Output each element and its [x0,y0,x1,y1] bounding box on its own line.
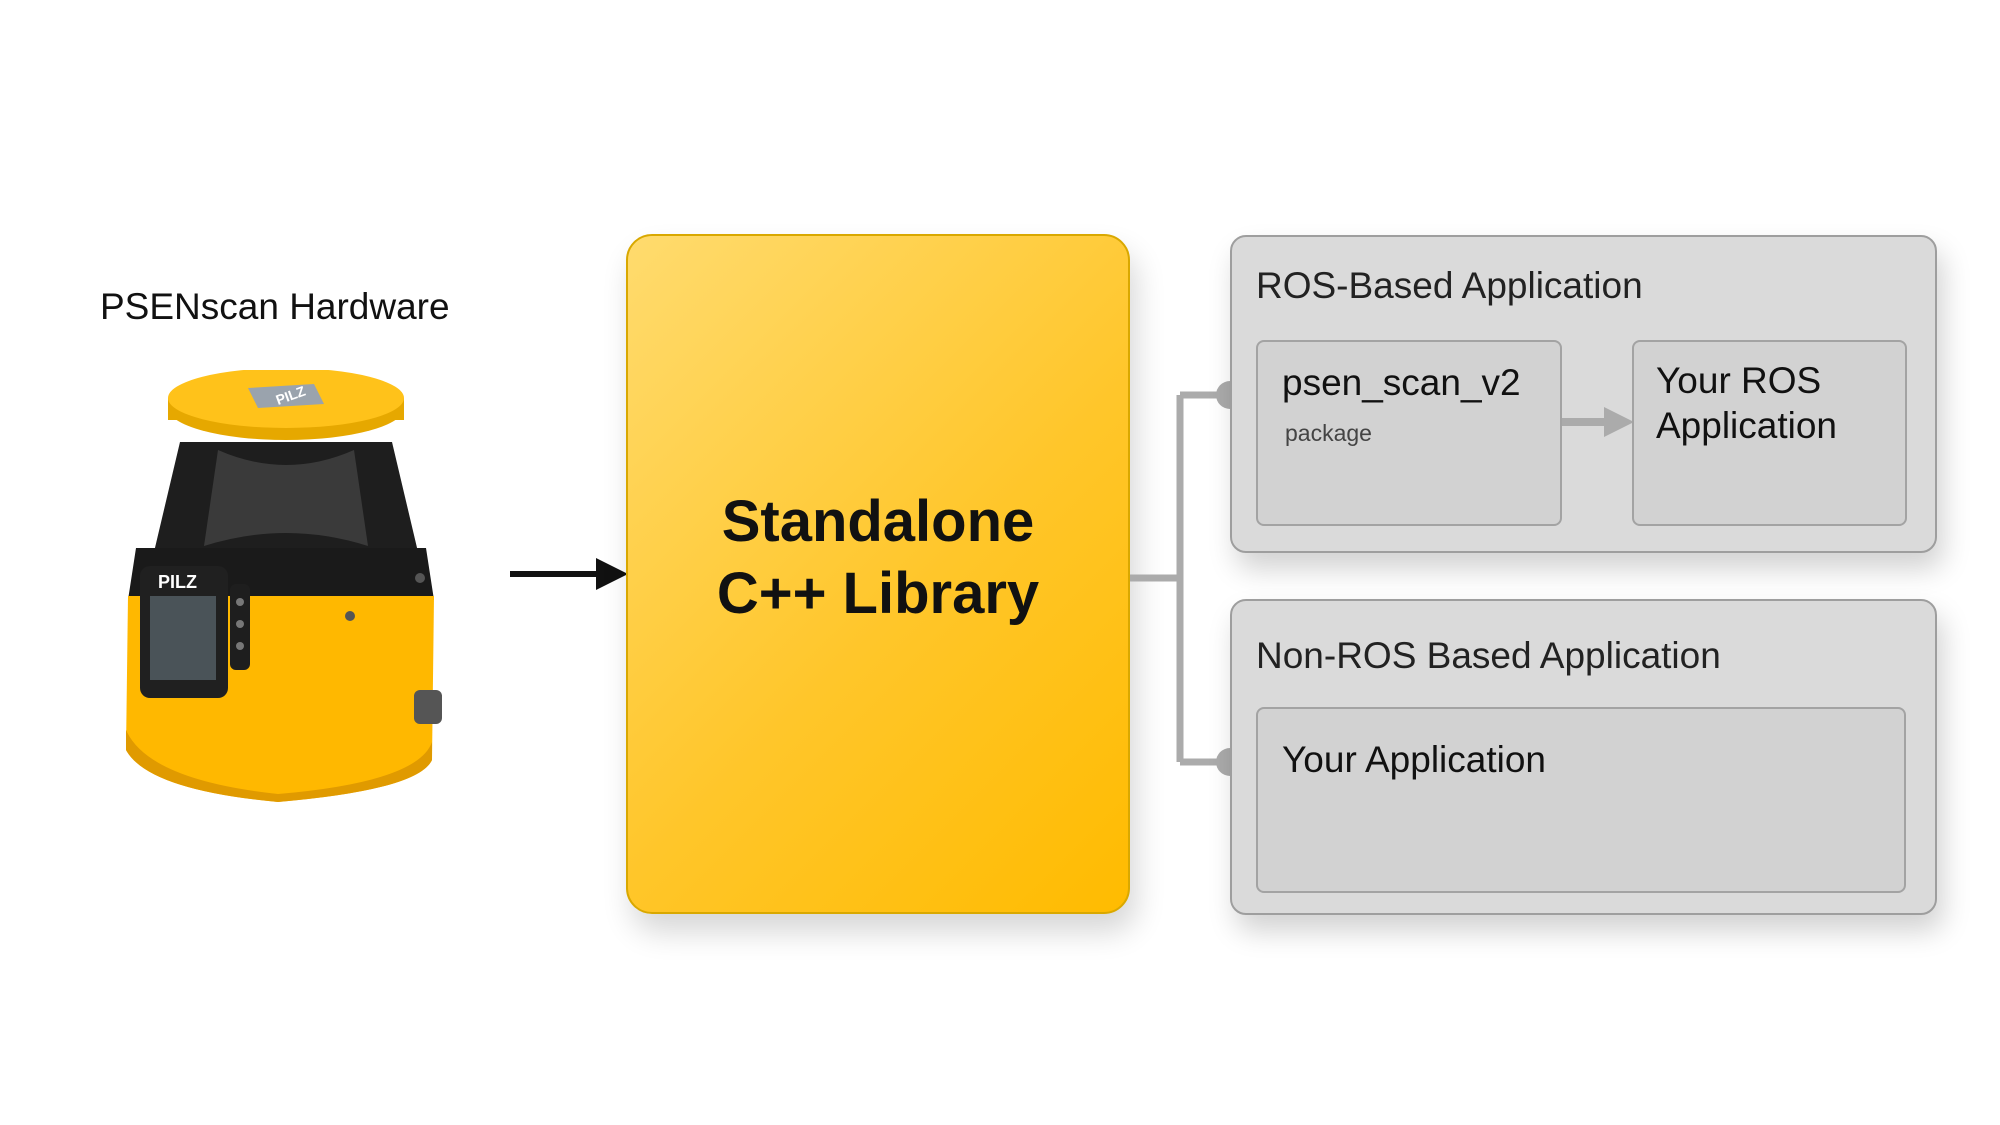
psen-package-box: psen_scan_v2 package [1256,340,1562,526]
package-sub: package [1285,420,1372,446]
hardware-label: PSENscan Hardware [100,286,450,327]
ros-group: ROS-Based Application psen_scan_v2 packa… [1230,235,1937,553]
your-app-box: Your Application [1256,707,1906,893]
package-name: psen_scan_v2 [1282,362,1521,403]
library-title-line1: Standalone [721,489,1035,554]
hardware-to-library-arrow [510,558,628,590]
nonros-group: Non-ROS Based Application Your Applicati… [1230,599,1937,915]
library-title-line2: C++ Library [716,561,1040,626]
body-brand-text: PILZ [158,572,197,592]
nonros-group-title: Non-ROS Based Application [1256,635,1721,676]
your-app-title: Your Application [1282,739,1547,780]
your-ros-app-line1: Your ROS [1656,360,1822,401]
laser-scanner-icon: PILZ PILZ [126,370,442,802]
package-to-app-arrow [1562,407,1634,437]
ros-group-title: ROS-Based Application [1256,265,1643,306]
your-ros-app-title: Your ROS Application [1656,358,1837,448]
library-title: Standalone C++ Library [628,486,1128,630]
your-ros-app-line2: Application [1656,405,1838,446]
your-ros-app-box: Your ROS Application [1632,340,1907,526]
library-box: Standalone C++ Library [626,234,1130,914]
